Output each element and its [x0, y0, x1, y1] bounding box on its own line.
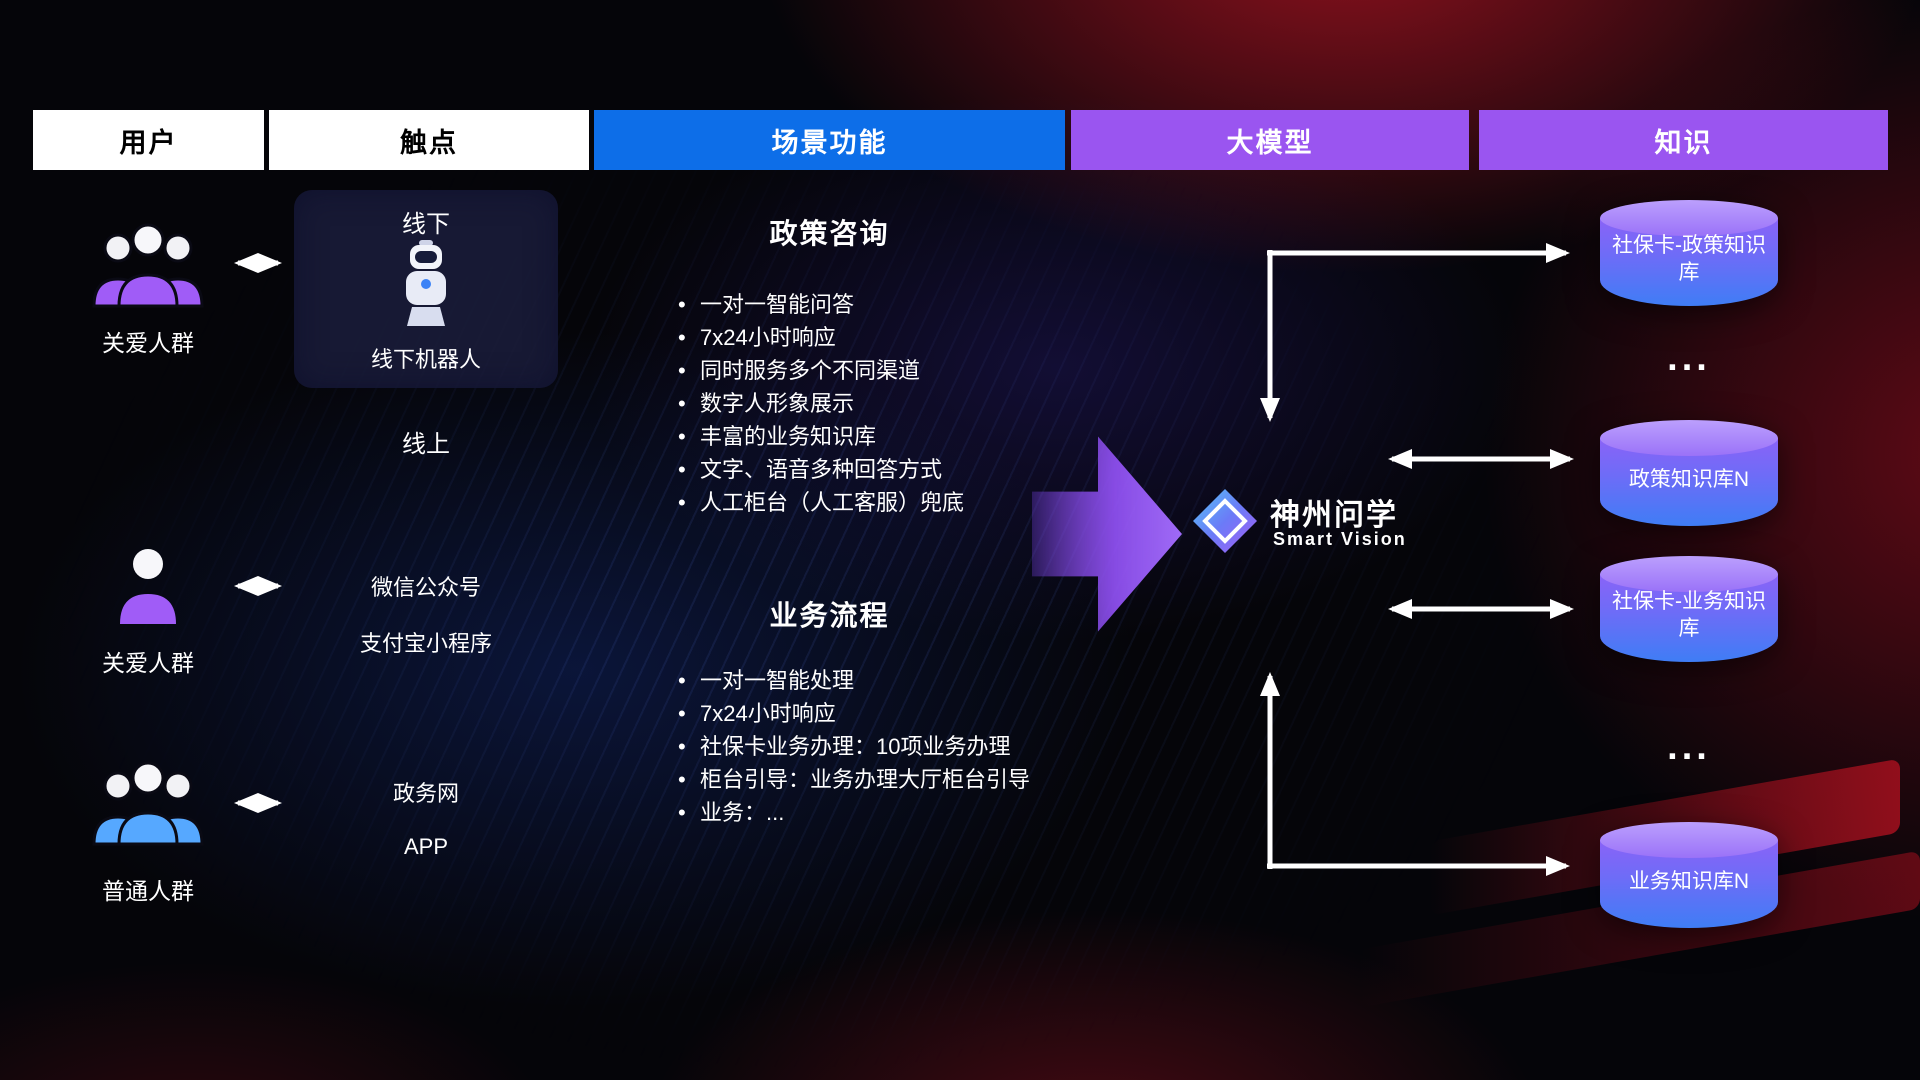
- single-user-icon: [120, 549, 176, 624]
- list-item: 同时服务多个不同渠道: [676, 354, 964, 387]
- kb-label: 政策知识库N: [1628, 467, 1750, 491]
- channel-app: APP: [403, 834, 449, 859]
- offline-touchpoint-card: 线下 线下机器人: [294, 190, 558, 388]
- column-header-users: 用户: [33, 110, 264, 170]
- list-item: 丰富的业务知识库: [676, 420, 964, 453]
- scenario-policy-list: 一对一智能问答 7x24小时响应 同时服务多个不同渠道 数字人形象展示 丰富的业…: [676, 288, 964, 519]
- group-users-icon: [92, 761, 204, 846]
- channel-alipay: 支付宝小程序: [359, 631, 492, 656]
- scenario-title-policy: 政策咨询: [769, 218, 890, 249]
- user-group-label: 关爱人群: [102, 650, 194, 676]
- channel-gov-web: 政务网: [392, 781, 459, 806]
- column-header-touchpoints: 触点: [269, 110, 589, 170]
- group-users-icon: [92, 223, 204, 308]
- list-item: 7x24小时响应: [676, 697, 1030, 730]
- robot-icon: [406, 240, 446, 326]
- model-name: 神州问学: [1270, 499, 1398, 532]
- list-item: 一对一智能处理: [676, 664, 1030, 697]
- cylinder-top: [1600, 420, 1778, 456]
- kb-cylinder-shebao-policy: 社保卡-政策知识库: [1600, 200, 1778, 306]
- kb-ellipsis: ...: [1667, 337, 1711, 379]
- list-item: 人工柜台（人工客服）兜底: [676, 486, 964, 519]
- list-item: 7x24小时响应: [676, 321, 964, 354]
- channel-wechat: 微信公众号: [370, 575, 481, 600]
- online-label: 线上: [402, 431, 450, 458]
- column-header-knowledge: 知识: [1479, 110, 1888, 170]
- kb-ellipsis: ...: [1667, 726, 1711, 768]
- kb-label: 社保卡-业务知识库: [1612, 590, 1766, 640]
- list-item: 一对一智能问答: [676, 288, 964, 321]
- list-item: 业务：...: [676, 796, 1030, 829]
- kb-label: 业务知识库N: [1628, 869, 1750, 893]
- offline-robot-label: 线下机器人: [370, 347, 481, 372]
- list-item: 社保卡业务办理：10项业务办理: [676, 730, 1030, 763]
- cylinder-top: [1600, 200, 1778, 236]
- list-item: 数字人形象展示: [676, 387, 964, 420]
- cylinder-top: [1600, 822, 1778, 858]
- kb-cylinder-shebao-business: 社保卡-业务知识库: [1600, 556, 1778, 662]
- user-group-label: 普通人群: [102, 878, 194, 904]
- list-item: 文字、语音多种回答方式: [676, 453, 964, 486]
- scenario-title-business: 业务流程: [769, 600, 890, 631]
- list-item: 柜台引导：业务办理大厅柜台引导: [676, 763, 1030, 796]
- offline-label: 线下: [402, 211, 450, 238]
- model-subtitle: Smart Vision: [1273, 529, 1407, 549]
- kb-label: 社保卡-政策知识库: [1612, 234, 1766, 284]
- column-header-scenarios: 场景功能: [594, 110, 1065, 170]
- kb-cylinder-business-n: 业务知识库N: [1600, 822, 1778, 928]
- cylinder-top: [1600, 556, 1778, 592]
- column-header-model: 大模型: [1071, 110, 1469, 170]
- user-group-label: 关爱人群: [102, 330, 194, 356]
- smart-vision-logo-icon: [1193, 489, 1257, 553]
- kb-cylinder-policy-n: 政策知识库N: [1600, 420, 1778, 526]
- scenario-business-list: 一对一智能处理 7x24小时响应 社保卡业务办理：10项业务办理 柜台引导：业务…: [676, 664, 1030, 829]
